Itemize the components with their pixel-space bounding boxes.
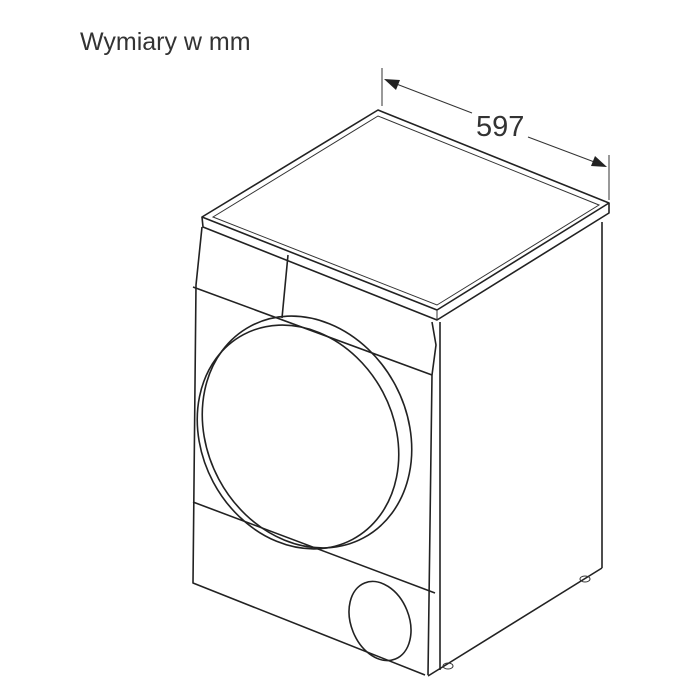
arrowhead-left-icon <box>384 79 400 90</box>
width-dimension: 597 <box>381 68 610 200</box>
control-panel-divider <box>281 254 289 319</box>
dryer-front <box>192 226 437 676</box>
dimension-line-right <box>527 136 606 167</box>
control-panel-edge <box>192 286 433 376</box>
dimension-line-left <box>385 79 473 114</box>
filter-hatch-icon <box>348 580 412 662</box>
dryer-side <box>427 222 603 677</box>
diagram-title: Wymiary w mm <box>80 28 251 56</box>
door-icon <box>196 324 400 550</box>
width-value: 597 <box>476 111 524 143</box>
dryer-top <box>201 109 610 321</box>
door-ring-icon <box>201 315 413 549</box>
foot-icon <box>579 575 591 583</box>
foot-icon <box>442 662 454 670</box>
arrowhead-right-icon <box>591 156 607 167</box>
